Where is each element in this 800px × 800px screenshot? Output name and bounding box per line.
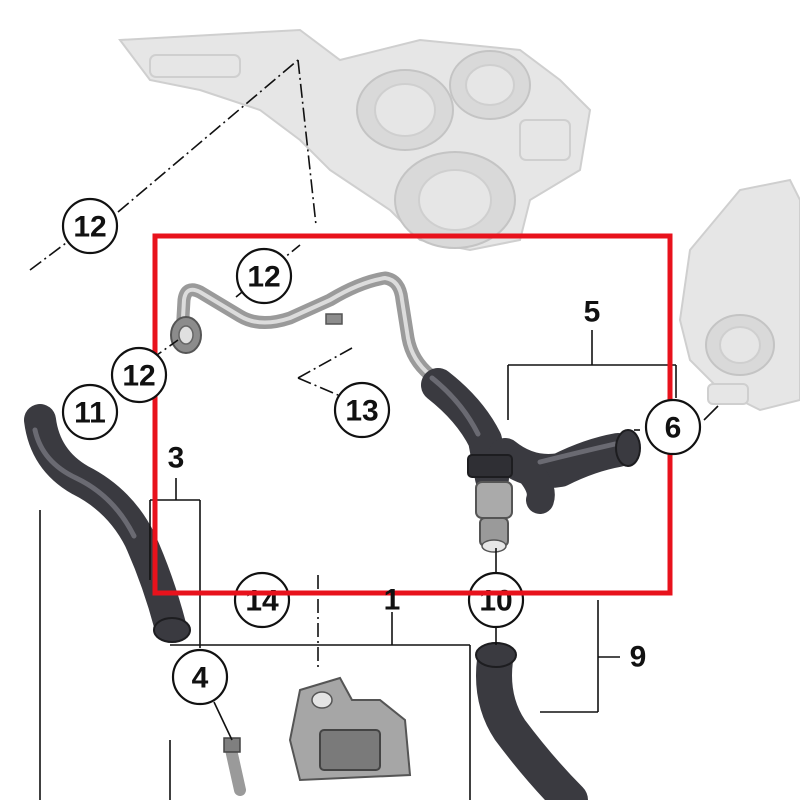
svg-text:6: 6: [665, 412, 682, 445]
svg-text:12: 12: [247, 261, 280, 294]
callout-4: 4: [171, 648, 229, 706]
svg-text:10: 10: [479, 585, 512, 618]
callout-12-inside: 12: [235, 247, 293, 305]
leader-lines: [29, 59, 719, 800]
callout-12-left: 12: [110, 346, 168, 404]
svg-text:4: 4: [192, 662, 209, 695]
callout-11: 11: [61, 383, 119, 441]
lower-hose: [475, 642, 588, 800]
sensor-connector: [223, 737, 246, 796]
svg-text:14: 14: [245, 585, 279, 618]
y-hose-assembly: [421, 368, 641, 553]
callout-6: 6: [644, 398, 702, 456]
svg-text:12: 12: [122, 360, 155, 393]
label-9: 9: [630, 641, 647, 674]
coolant-pipe: [170, 271, 437, 382]
svg-text:13: 13: [345, 395, 378, 428]
callout-10: 10: [467, 571, 525, 629]
label-5: 5: [584, 296, 601, 329]
label-1: 1: [384, 584, 401, 617]
svg-text:11: 11: [74, 397, 106, 430]
callout-12-top-left: 12: [61, 197, 119, 255]
label-3: 3: [168, 442, 185, 475]
highlight-frame: [152, 233, 673, 596]
mounting-bracket: [288, 676, 412, 782]
engine-intake-ghost: [118, 28, 592, 252]
thermostat-housing-ghost: [678, 178, 800, 412]
svg-text:12: 12: [73, 211, 106, 244]
callout-13: 13: [333, 381, 391, 439]
callout-14: 14: [233, 571, 291, 629]
